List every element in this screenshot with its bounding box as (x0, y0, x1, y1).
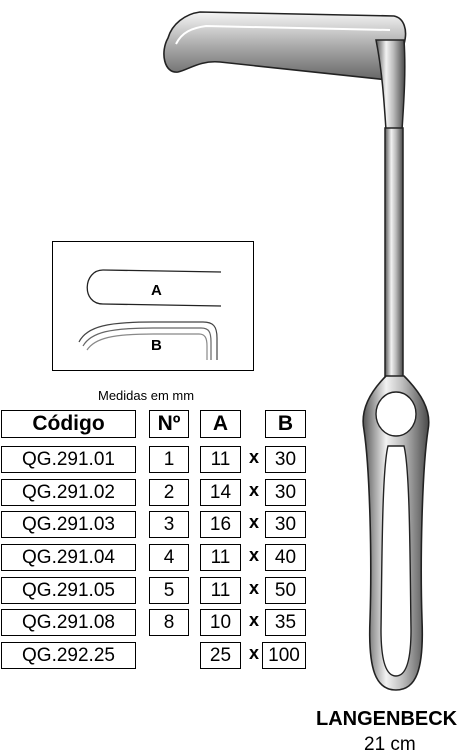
row-b: 100 (262, 642, 306, 669)
row-b: 30 (265, 479, 306, 506)
times-separator: x (248, 578, 259, 598)
row-a: 16 (200, 511, 241, 538)
product-name: LANGENBECK (316, 708, 458, 730)
row-number: 3 (149, 511, 189, 538)
row-number: 8 (149, 609, 189, 636)
header-a: A (200, 410, 241, 438)
row-b: 30 (265, 511, 306, 538)
row-a: 11 (200, 577, 241, 604)
row-number: 2 (149, 479, 189, 506)
row-code: QG.291.03 (1, 511, 136, 538)
header-code: Código (1, 410, 136, 438)
measurement-unit-note: Medidas em mm (98, 388, 195, 403)
blade-profile-diagram: A B (52, 241, 254, 371)
langenbeck-retractor-illustration (163, 11, 430, 691)
row-number: 5 (149, 577, 189, 604)
row-a: 14 (200, 479, 241, 506)
row-number: 1 (149, 446, 189, 473)
times-separator: x (248, 447, 259, 467)
row-a: 25 (200, 642, 241, 669)
times-separator: x (248, 480, 259, 500)
row-a: 10 (200, 609, 241, 636)
row-a: 11 (200, 544, 241, 571)
row-code: QG.291.01 (1, 446, 136, 473)
row-code: QG.291.04 (1, 544, 136, 571)
blade-profile-drawing (78, 269, 222, 360)
header-b: B (265, 410, 306, 438)
row-b: 40 (265, 544, 306, 571)
row-code: QG.292.25 (1, 642, 136, 669)
header-number: Nº (149, 410, 189, 438)
row-b: 35 (265, 609, 306, 636)
row-b: 30 (265, 446, 306, 473)
row-a: 11 (200, 446, 241, 473)
row-number: 4 (149, 544, 189, 571)
times-separator: x (248, 545, 259, 565)
row-b: 50 (265, 577, 306, 604)
times-separator: x (248, 610, 259, 630)
dimension-b-label: B (151, 337, 162, 354)
row-code: QG.291.05 (1, 577, 136, 604)
times-separator: x (248, 512, 259, 532)
product-size: 21 cm (364, 734, 416, 755)
dimension-a-label: A (151, 282, 162, 299)
row-code: QG.291.08 (1, 609, 136, 636)
row-code: QG.291.02 (1, 479, 136, 506)
times-separator: x (248, 643, 259, 663)
